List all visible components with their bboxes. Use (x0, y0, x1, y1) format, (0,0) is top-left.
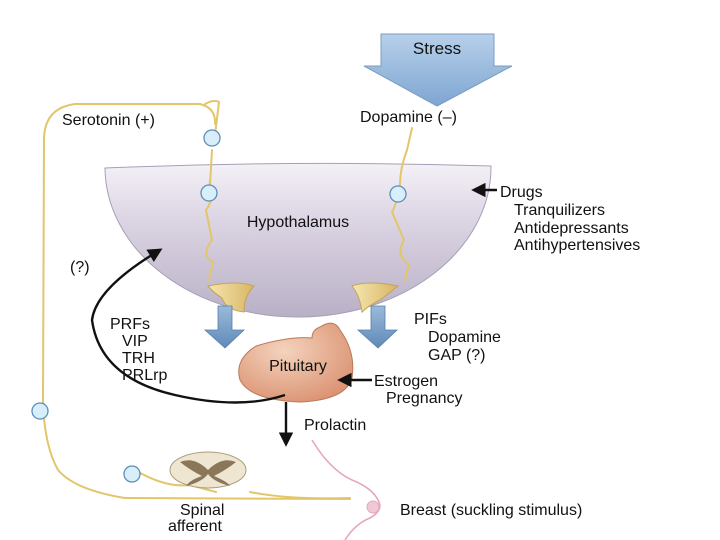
pregnancy-label: Pregnancy (386, 390, 463, 407)
drugs-list: Drugs Tranquilizers Antidepressants Anti… (500, 184, 640, 254)
estrogen-label: Estrogen (374, 373, 438, 390)
pif-list: PIFs Dopamine GAP (?) (414, 311, 501, 364)
synapse-node (123, 465, 141, 483)
serotonin-label: Serotonin (+) (62, 112, 155, 129)
hypothalamus-shape (104, 162, 492, 318)
synapse-nodes (31, 129, 407, 483)
pif-item: Dopamine (428, 329, 501, 346)
synapse-node (389, 185, 407, 203)
hypothalamus-label: Hypothalamus (247, 214, 349, 231)
pif-item: GAP (?) (428, 347, 486, 364)
spinal-cord-section (169, 451, 247, 489)
drug-item: Antihypertensives (514, 237, 640, 254)
breast-label: Breast (suckling stimulus) (400, 502, 582, 519)
pif-release-arrow (356, 305, 399, 349)
pituitary-shape (238, 322, 354, 403)
drugs-label: Drugs (500, 184, 543, 201)
prf-list: PRFs VIP TRH PRLrp (110, 316, 167, 384)
drug-item: Tranquilizers (514, 202, 605, 219)
afferent-label: afferent (168, 518, 223, 535)
synapse-node (31, 402, 49, 420)
drug-item: Antidepressants (514, 220, 629, 237)
right-funnel (351, 282, 400, 314)
pif-item: PIFs (414, 311, 447, 328)
serotonin-pathway (42, 103, 351, 500)
left-funnel (207, 282, 255, 313)
prf-item: PRFs (110, 316, 150, 333)
prf-item: VIP (122, 333, 148, 350)
pituitary-label: Pituitary (269, 358, 327, 375)
dopamine-label: Dopamine (–) (360, 109, 457, 126)
stress-arrow: Stress (363, 33, 513, 107)
question-label: (?) (70, 259, 90, 276)
spinal-label: Spinal (180, 502, 224, 519)
prolactin-label: Prolactin (304, 417, 366, 434)
breast-outline (311, 439, 381, 540)
dopamine-pathway (391, 127, 413, 281)
feedback-arrow (90, 248, 286, 404)
stress-label: Stress (413, 39, 461, 58)
prf-item: PRLrp (122, 367, 167, 384)
synapse-node (203, 129, 221, 147)
prf-release-arrow (203, 305, 246, 349)
prf-item: TRH (122, 350, 155, 367)
synapse-node (200, 184, 218, 202)
